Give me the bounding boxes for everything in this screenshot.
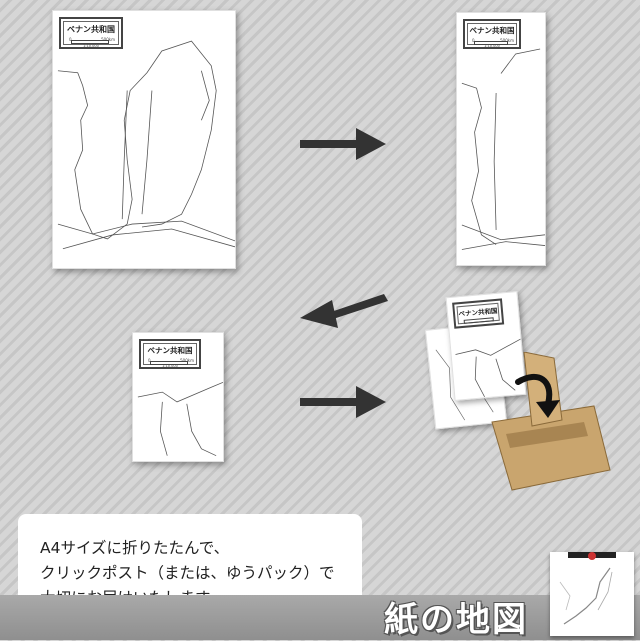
map-sheet-full: ベナン共和国 0 500km 1:10,000 xyxy=(52,10,236,269)
scale-bar xyxy=(474,41,508,45)
scale-ratio: 1:10,000 xyxy=(162,364,178,368)
map-title-box: ベナン共和国 0 500km 1:10,000 xyxy=(59,17,123,49)
envelope-icon xyxy=(491,352,611,491)
scale-max: 500km xyxy=(500,38,514,43)
poster-thumbnail xyxy=(550,552,634,636)
arrow-right-icon xyxy=(300,386,386,418)
scale-zero: 0 xyxy=(148,358,151,363)
map-title: ベナン共和国 xyxy=(469,26,515,35)
map-title: ベナン共和国 xyxy=(147,346,193,355)
scale-max: 500km xyxy=(101,37,115,42)
benin-map-outline xyxy=(137,381,223,457)
scale-ratio: 1:10,000 xyxy=(484,44,500,48)
scale-bar xyxy=(150,361,188,365)
poster-map-icon xyxy=(559,552,616,625)
map-sheet-folded-half: ベナン共和国 0 500km 1:10,000 xyxy=(456,12,546,266)
map-sheet-front: ベナン共和国 xyxy=(445,291,527,401)
footer-label: 紙の地図 xyxy=(384,600,528,640)
map-title-box: ベナン共和国 0 500km 1:10,000 xyxy=(139,339,201,369)
scale-bar xyxy=(71,40,109,44)
description-line-2: クリックポスト（または、ゆうパック）で xyxy=(40,564,335,582)
benin-map-outline xyxy=(461,48,545,250)
description-line-1: A4サイズに折りたたんで、 xyxy=(40,539,230,557)
map-title-box: ベナン共和国 0 500km 1:10,000 xyxy=(463,19,521,49)
footer-bar xyxy=(0,595,640,640)
scale-zero: 0 xyxy=(472,38,475,43)
benin-map-outline xyxy=(57,40,235,250)
arrow-left-icon xyxy=(300,294,388,328)
map-title: ベナン共和国 xyxy=(67,25,115,34)
scale-zero: 0 xyxy=(69,37,72,42)
map-sheet-folded-quarter: ベナン共和国 0 500km 1:10,000 xyxy=(132,332,224,462)
arrow-right-icon xyxy=(300,128,386,160)
map-title-box: ベナン共和国 xyxy=(452,298,505,329)
benin-map-outline xyxy=(455,338,521,398)
scale-ratio: 1:10,000 xyxy=(83,44,99,48)
scale-max: 500km xyxy=(180,358,194,363)
